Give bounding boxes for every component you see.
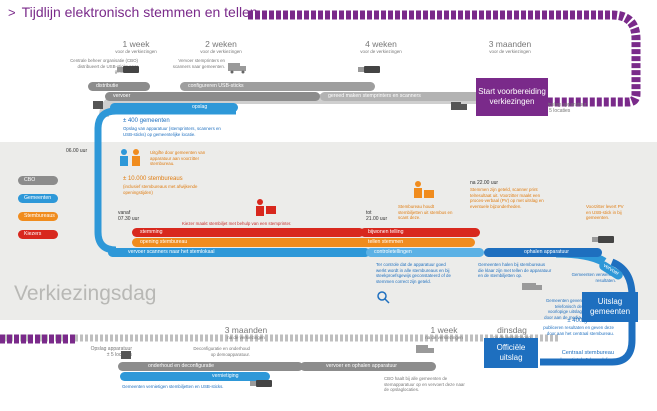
- note-centraal-desc: bevestigt de Jaheverdeling.: [560, 357, 614, 362]
- officiele-uitslag-box: Officiële uitslag: [484, 338, 538, 368]
- truck-icon: [522, 283, 542, 290]
- note-opslag-bottom: Opslag apparatuur ± 5 locaties: [90, 346, 132, 359]
- time-vanaf: vanaf: [118, 210, 131, 216]
- strip-controletellingen: controletellingen: [366, 248, 484, 257]
- note-gemeenten-count: ± 400 gemeenten: [123, 118, 170, 124]
- note-gemeenten-publiceren: publiceren resultaten en geven deze door…: [543, 325, 614, 336]
- strip-gereed: gereed maken stemprinters en scanners: [320, 92, 480, 101]
- usb-stick-icon: [358, 66, 380, 73]
- uitslag-gemeenten-box: Uitslag gemeenten: [582, 292, 638, 322]
- people-icon: [120, 149, 140, 166]
- note-stemmen-geteld: Stemmen zijn geteld, scanner print telre…: [470, 187, 544, 209]
- strip-vervoer-ophalen: vervoer en ophalen apparatuur: [300, 362, 436, 371]
- truck-icon: [416, 345, 434, 353]
- strip-distributie: distributie: [88, 82, 150, 91]
- strip-onderhoud: onderhoud en deconfiguratie: [118, 362, 303, 371]
- note-gemeenten-vernietigen: Gemeenten vernietigen stembiljetten en U…: [122, 384, 224, 389]
- note-gemeenten-desc: Opslag van apparatuur (stemprinters, sca…: [123, 126, 221, 137]
- strip-stemming: stemming: [132, 228, 364, 237]
- legend-gemeenten: Gemeenten: [18, 194, 58, 203]
- scanner-icon: [93, 101, 103, 109]
- time-0600: 06.00 uur: [66, 148, 88, 154]
- voter-icon: [256, 199, 276, 216]
- note-opslag-top: Opslag apparatuur ± 5 locaties: [545, 102, 587, 115]
- note-stembureaus-desc: (inclusief stembureaus met afwijkende op…: [123, 184, 198, 195]
- usb-stick-icon: [117, 66, 139, 73]
- time-0730: 07.30 uur: [118, 216, 140, 222]
- track-blue-left: [94, 107, 236, 254]
- note-stembureau-houdt: Stembureau houdt stembiljetten uit stemb…: [398, 204, 453, 220]
- strip-configureren: configureren USB-sticks: [180, 82, 375, 91]
- note-stembureaus-count: ± 10.000 stembureaus: [123, 176, 183, 182]
- time-tot: tot: [366, 210, 372, 216]
- note-voorzitter: Voorzitter levert PV en USB-stick in bij…: [586, 204, 624, 220]
- note-ter-controle: Ter controle dat de apparatuur goed werk…: [376, 262, 451, 284]
- magnifier-icon: [377, 291, 390, 304]
- start-box: Start voorbereiding verkiezingen: [476, 78, 548, 116]
- strip-opslag: opslag: [110, 103, 238, 112]
- note-gemeenten-publiceren-count: ± 400 gemeenten: [567, 318, 614, 324]
- counting-icon: [414, 181, 434, 198]
- note-deconfiguratie: Deconfiguratie en onderhoud op demoappar…: [193, 346, 250, 357]
- strip-bijwonen: bijwonen telling: [360, 228, 480, 237]
- election-day-label: Verkiezingsdag: [14, 282, 157, 305]
- strip-vernietiging: vernietiging: [120, 372, 270, 381]
- note-cbo-haalt: CBO haalt bij alle gemeenten de stemappa…: [384, 376, 465, 392]
- strip-tellen: tellen stemmen: [360, 238, 475, 247]
- usb-stick-icon: [250, 380, 272, 387]
- strip-vervoer: vervoer: [105, 92, 320, 101]
- note-centraal: Centraal stembureau: [561, 350, 614, 356]
- note-vervoer-stemprinters: Vervoer stemprinters en scanners naar ge…: [172, 58, 225, 69]
- track-top-purple: [248, 10, 641, 107]
- scanner-icon: [121, 351, 131, 359]
- chevron-right-icon: >: [8, 5, 16, 20]
- page-title: >Tijdlijn elektronisch stemmen en tellen: [8, 4, 258, 20]
- strip-vervoer-scanners: vervoer scanners naar het stemlokaal: [108, 248, 370, 257]
- note-gemeenten-halen: Gemeenten halen bij stembureaus die klaa…: [478, 262, 552, 278]
- note-gemeenten-geven: Gemeenten geven telefonisch de voorlopig…: [544, 298, 582, 320]
- time-2200: na 22.00 uur: [470, 180, 499, 186]
- note-uitgifte: Uitgifte door gemeenten van apparatuur a…: [150, 150, 206, 166]
- note-kiezer: Kiezer maakt stembiljet met behulp van e…: [182, 221, 292, 226]
- usb-stick-icon: [592, 236, 614, 243]
- time-2100: 21.00 uur: [366, 216, 388, 222]
- legend-kiezers: Kiezers: [18, 230, 58, 239]
- legend-cbo: CBO: [18, 176, 58, 185]
- legend-stembureaus: Stembureaus: [18, 212, 58, 221]
- strip-ophalen: ophalen apparatuur: [484, 248, 602, 257]
- track-blue-right: [540, 258, 636, 366]
- scanner-icon: [451, 102, 467, 110]
- truck-icon: [228, 63, 246, 74]
- note-gemeenten-verwerken: Gemeenten verwerken resultaten.: [571, 272, 616, 283]
- strip-opening: opening stembureau: [132, 238, 372, 247]
